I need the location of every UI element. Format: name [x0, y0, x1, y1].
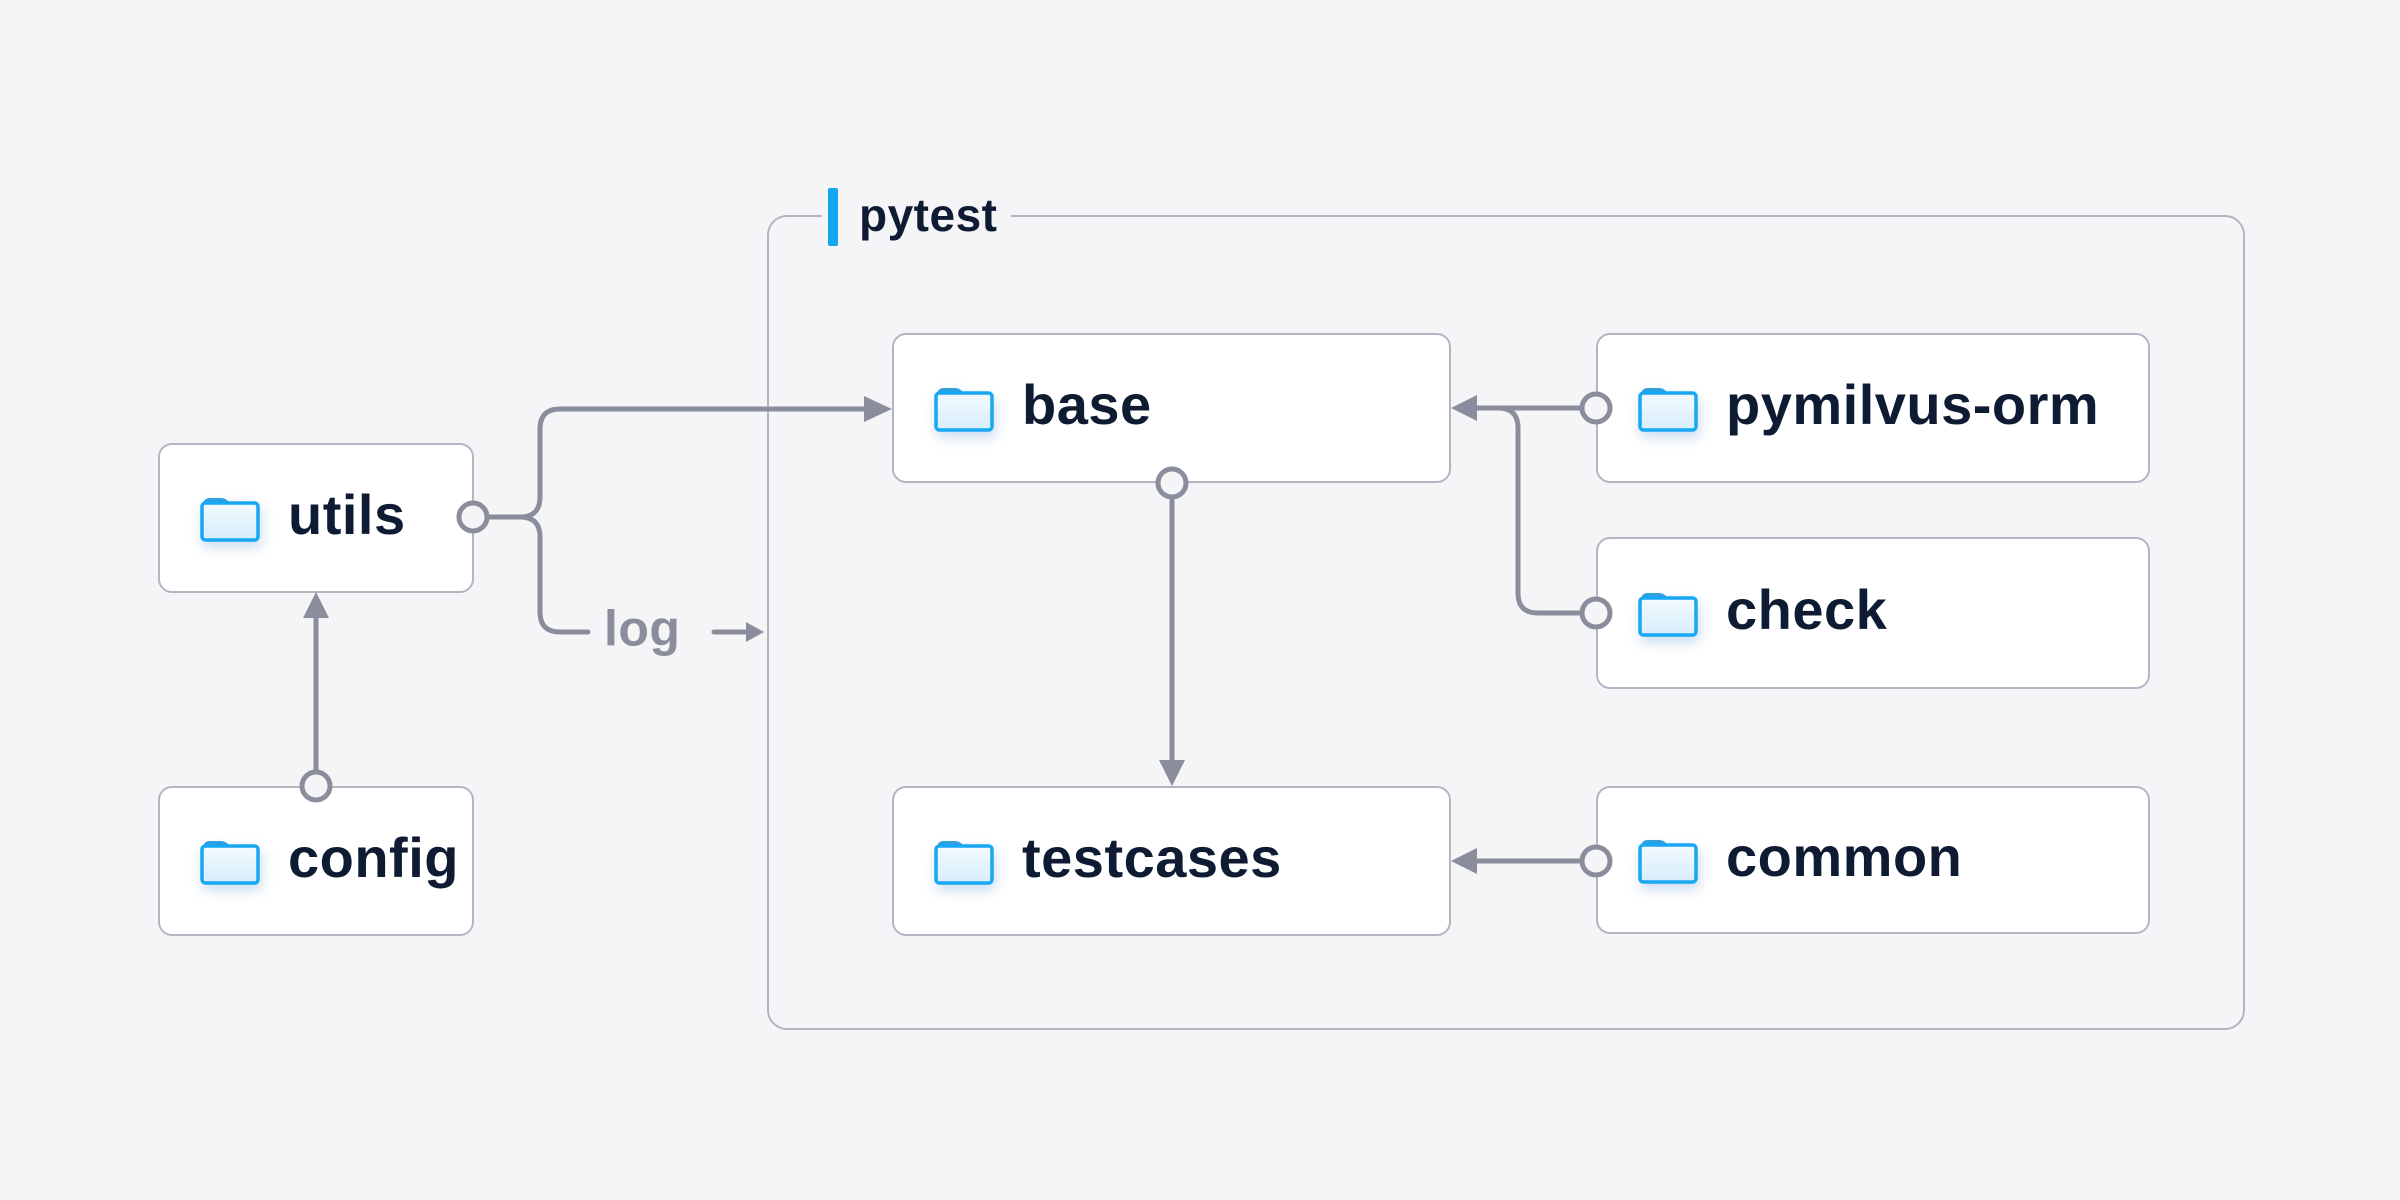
folder-icon	[1636, 587, 1700, 639]
node-label: pymilvus-orm	[1726, 373, 2100, 436]
node-label: common	[1726, 825, 1963, 888]
node-check: check	[1596, 537, 2150, 689]
node-label: check	[1726, 578, 1888, 641]
folder-icon	[198, 835, 262, 887]
accent-bar-icon	[828, 188, 838, 246]
node-label: testcases	[1022, 826, 1282, 889]
node-utils: utils	[158, 443, 474, 593]
node-base: base	[892, 333, 1451, 483]
folder-icon	[1636, 834, 1700, 886]
node-label: config	[288, 826, 459, 889]
container-label-text: pytest	[859, 189, 998, 241]
node-config: config	[158, 786, 474, 936]
node-common: common	[1596, 786, 2150, 934]
node-testcases: testcases	[892, 786, 1451, 936]
edge-label-log: log	[604, 600, 681, 657]
edge-config-utils	[299, 592, 333, 803]
node-label: base	[1022, 373, 1152, 436]
pytest-container: pytest	[767, 186, 2245, 1030]
node-pymilvus-orm: pymilvus-orm	[1596, 333, 2150, 483]
node-label: utils	[288, 483, 406, 546]
folder-icon	[932, 382, 996, 434]
folder-icon	[932, 835, 996, 887]
folder-icon	[198, 492, 262, 544]
pytest-container-label: pytest	[822, 186, 1012, 248]
folder-icon	[1636, 382, 1700, 434]
